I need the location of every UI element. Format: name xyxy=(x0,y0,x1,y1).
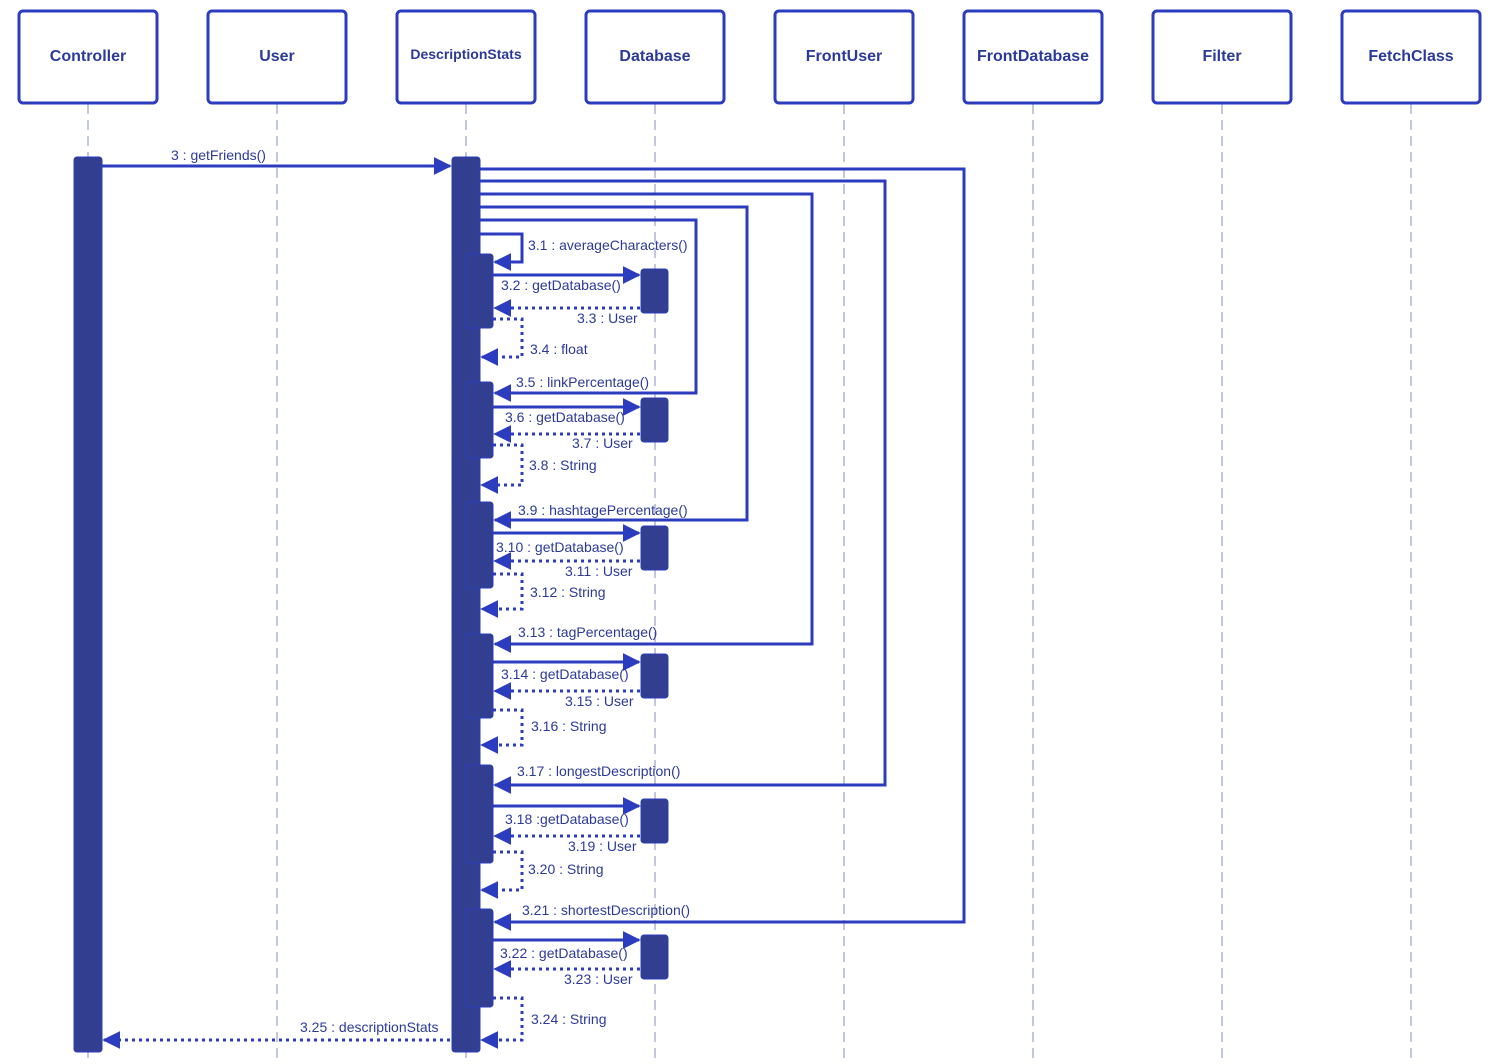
message-3-16-path[interactable] xyxy=(480,708,524,754)
message-3-25-label: 3.25 : descriptionStats xyxy=(300,1019,439,1035)
message-3-4-path[interactable] xyxy=(480,317,524,366)
message-3-22-label: 3.22 : getDatabase() xyxy=(500,945,628,961)
message-3-8-label: 3.8 : String xyxy=(529,457,597,473)
message-3-8-path[interactable] xyxy=(480,443,524,494)
message-3-11-label: 3.11 : User xyxy=(565,563,633,579)
message-3-21-path[interactable] xyxy=(480,167,966,931)
message-3-2-label: 3.2 : getDatabase() xyxy=(501,277,621,293)
message-3-12-path[interactable] xyxy=(480,572,524,618)
message-3-19-label: 3.19 : User xyxy=(568,838,637,854)
participant-box-filter[interactable] xyxy=(1151,9,1293,105)
message-3-20-path[interactable] xyxy=(480,850,524,899)
activation-database-2 xyxy=(640,397,669,443)
activation-nested-6 xyxy=(464,908,494,1008)
participant-label-descriptionstats: DescriptionStats xyxy=(410,46,521,62)
message-3-9-label: 3.9 : hashtagePercentage() xyxy=(518,502,688,518)
activation-bars xyxy=(73,156,669,1053)
participant-box-descriptionstats[interactable] xyxy=(395,9,537,105)
message-3-13-path[interactable] xyxy=(480,192,814,653)
call-messages xyxy=(102,157,966,949)
activation-nested-5 xyxy=(464,764,494,864)
message-3-4-label: 3.4 : float xyxy=(530,341,588,357)
activation-nested-2 xyxy=(464,381,494,459)
message-3-6-label: 3.6 : getDatabase() xyxy=(505,409,625,425)
activation-database-1 xyxy=(640,268,669,314)
participant-box-frontuser[interactable] xyxy=(773,9,915,105)
message-3-3-label: 3.3 : User xyxy=(577,310,638,326)
participant-label-frontdatabase: FrontDatabase xyxy=(977,48,1089,65)
message-3-24-label: 3.24 : String xyxy=(531,1011,607,1027)
return-messages xyxy=(102,299,640,1049)
lifelines xyxy=(87,104,1412,1064)
participant-box-database[interactable] xyxy=(584,9,726,105)
participant-box-user[interactable] xyxy=(206,9,348,105)
message-3-15-label: 3.15 : User xyxy=(565,693,634,709)
message-3-16-label: 3.16 : String xyxy=(531,718,607,734)
message-3-12-label: 3.12 : String xyxy=(530,584,606,600)
activation-database-4 xyxy=(640,653,669,699)
activation-database-6 xyxy=(640,934,669,980)
activation-nested-1 xyxy=(464,253,494,329)
message-3-17-path[interactable] xyxy=(480,179,887,794)
message-3-10-label: 3.10 : getDatabase() xyxy=(496,539,624,555)
activation-controller xyxy=(73,156,103,1053)
message-3-17-label: 3.17 : longestDescription() xyxy=(517,763,680,779)
activation-nested-4 xyxy=(464,633,494,719)
participant-label-database: Database xyxy=(619,48,690,65)
message-3-5-path[interactable] xyxy=(480,218,698,402)
participant-label-controller: Controller xyxy=(50,48,126,65)
participant-box-frontdatabase[interactable] xyxy=(962,9,1104,105)
participant-label-frontuser: FrontUser xyxy=(806,48,882,65)
message-3-9-path[interactable] xyxy=(480,205,749,529)
participant-labels: Controller User DescriptionStats Databas… xyxy=(50,46,1454,65)
message-3-18-label: 3.18 :getDatabase() xyxy=(505,811,629,827)
message-3-14-label: 3.14 : getDatabase() xyxy=(501,666,629,682)
message-3-23-label: 3.23 : User xyxy=(564,971,633,987)
participant-label-filter: Filter xyxy=(1202,48,1241,65)
message-labels: 3 : getFriends() 3.1 : averageCharacters… xyxy=(171,147,690,1035)
participant-box-controller[interactable] xyxy=(17,9,159,105)
activation-nested-3 xyxy=(464,501,494,589)
message-3-24-path[interactable] xyxy=(480,996,524,1049)
message-3-label: 3 : getFriends() xyxy=(171,147,266,163)
message-3-7-label: 3.7 : User xyxy=(572,435,633,451)
participant-label-user: User xyxy=(259,48,295,65)
activation-database-3 xyxy=(640,525,669,571)
message-3-21-label: 3.21 : shortestDescription() xyxy=(522,902,690,918)
message-3-13-label: 3.13 : tagPercentage() xyxy=(518,624,657,640)
message-3-5-label: 3.5 : linkPercentage() xyxy=(516,374,649,390)
message-3-20-label: 3.20 : String xyxy=(528,861,604,877)
participant-box-fetchclass[interactable] xyxy=(1340,9,1482,105)
participant-headers xyxy=(17,9,1482,105)
message-3-1-path[interactable] xyxy=(480,232,524,271)
activation-database-5 xyxy=(640,798,669,844)
message-3-1-label: 3.1 : averageCharacters() xyxy=(528,237,688,253)
participant-label-fetchclass: FetchClass xyxy=(1368,48,1453,65)
